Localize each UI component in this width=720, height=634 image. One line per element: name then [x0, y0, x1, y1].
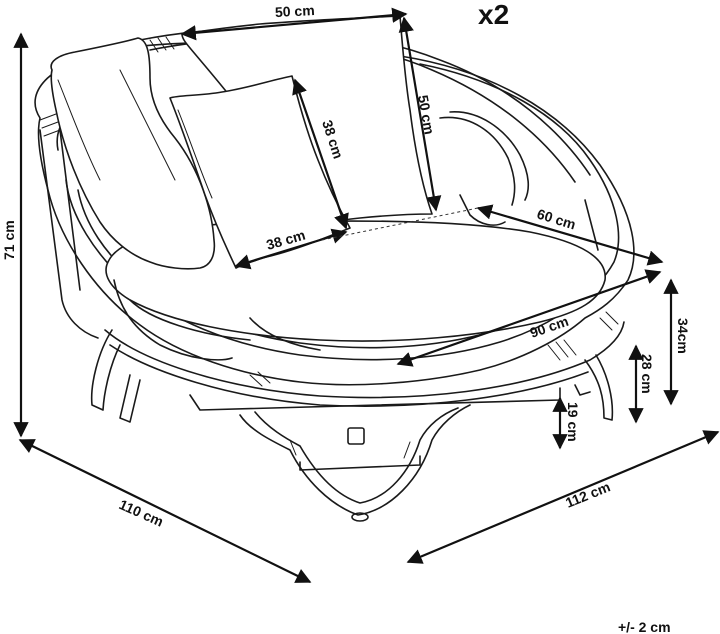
label-width-right: 112 cm — [563, 478, 612, 510]
label-overall-height: 71 cm — [1, 220, 17, 260]
quantity-label: x2 — [478, 0, 509, 30]
tolerance-label: +/- 2 cm — [618, 619, 671, 634]
label-pillow-height: 50 cm — [415, 94, 438, 136]
label-height-19: 19 cm — [565, 402, 581, 442]
chair-illustration — [34, 15, 635, 522]
label-pillow-width: 50 cm — [275, 2, 315, 20]
label-width-left: 110 cm — [117, 496, 166, 530]
label-height-34: 34cm — [675, 318, 691, 354]
label-height-28: 28 cm — [639, 354, 655, 394]
label-seat-depth: 60 cm — [535, 206, 578, 233]
dimension-lines — [13, 7, 720, 583]
back-cushion — [50, 37, 216, 270]
